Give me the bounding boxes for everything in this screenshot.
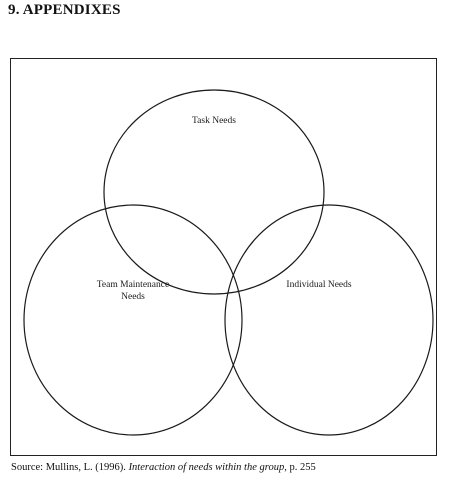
individual-needs-circle [224, 204, 434, 436]
source-colon: : [40, 462, 46, 473]
team-maintenance-needs-circle [23, 204, 243, 436]
section-heading: 9. APPENDIXES [8, 2, 121, 18]
source-title: Interaction of needs within the group [128, 462, 285, 473]
source-author-year: Mullins, L. (1996). [45, 462, 129, 473]
team-maintenance-needs-label: Team Maintenance Needs [83, 279, 183, 303]
source-page: , p. 255 [284, 462, 316, 473]
individual-needs-label: Individual Needs [286, 280, 352, 290]
team-maintenance-label-line1: Team Maintenance [96, 280, 170, 290]
task-needs-label: Task Needs [192, 116, 236, 126]
venn-diagram [23, 89, 434, 436]
figure-frame: Task Needs Team Maintenance Needs Indivi… [10, 58, 437, 456]
source-prefix: Source [11, 462, 41, 473]
team-maintenance-label-line2: Needs [121, 292, 145, 302]
source-citation: Source: Mullins, L. (1996). Interaction … [11, 462, 316, 473]
task-needs-circle [103, 89, 325, 295]
